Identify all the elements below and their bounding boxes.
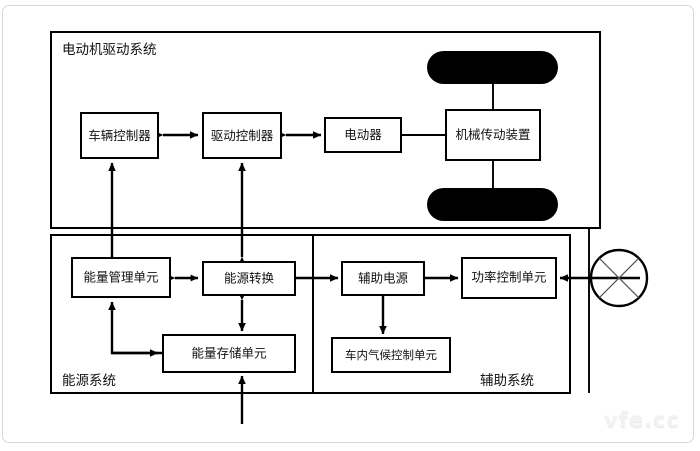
node-energy-management-label: 能量管理单元 <box>83 270 158 285</box>
node-transmission-label: 机械传动装置 <box>455 127 530 142</box>
panel-lower-systems <box>50 234 571 394</box>
node-drive-controller-label: 驱动控制器 <box>211 128 274 143</box>
node-auxiliary-power[interactable]: 辅助电源 <box>341 261 425 296</box>
wheel-top <box>427 51 558 84</box>
node-motor[interactable]: 电动器 <box>324 117 402 153</box>
node-climate-control[interactable]: 车内气候控制单元 <box>331 337 451 373</box>
panel-drive-system <box>50 31 601 229</box>
node-energy-management[interactable]: 能量管理单元 <box>71 257 171 298</box>
edge-energy-storage-energy-management <box>108 301 163 355</box>
wheel-bottom <box>427 188 558 221</box>
node-power-control-label: 功率控制单元 <box>471 270 546 285</box>
node-energy-storage-label: 能量存储单元 <box>191 346 266 361</box>
node-power-control[interactable]: 功率控制单元 <box>461 257 557 299</box>
node-vehicle-controller[interactable]: 车辆控制器 <box>80 112 159 159</box>
node-energy-storage[interactable]: 能量存储单元 <box>162 334 296 373</box>
node-energy-conversion-label: 能源转换 <box>224 271 275 286</box>
section-label-drive-system: 电动机驱动系统 <box>62 42 157 58</box>
node-energy-conversion[interactable]: 能源转换 <box>202 261 296 296</box>
node-drive-controller[interactable]: 驱动控制器 <box>202 112 282 159</box>
node-transmission[interactable]: 机械传动装置 <box>445 109 541 161</box>
node-climate-control-label: 车内气候控制单元 <box>345 348 437 362</box>
section-label-auxiliary-system: 辅助系统 <box>480 373 534 389</box>
node-auxiliary-power-label: 辅助电源 <box>358 271 409 286</box>
watermark: vfe.cc <box>604 408 680 432</box>
node-vehicle-controller-label: 车辆控制器 <box>88 128 151 143</box>
node-motor-label: 电动器 <box>344 127 382 142</box>
power-source-symbol-icon <box>589 248 649 308</box>
section-label-energy-system: 能源系统 <box>62 373 116 389</box>
